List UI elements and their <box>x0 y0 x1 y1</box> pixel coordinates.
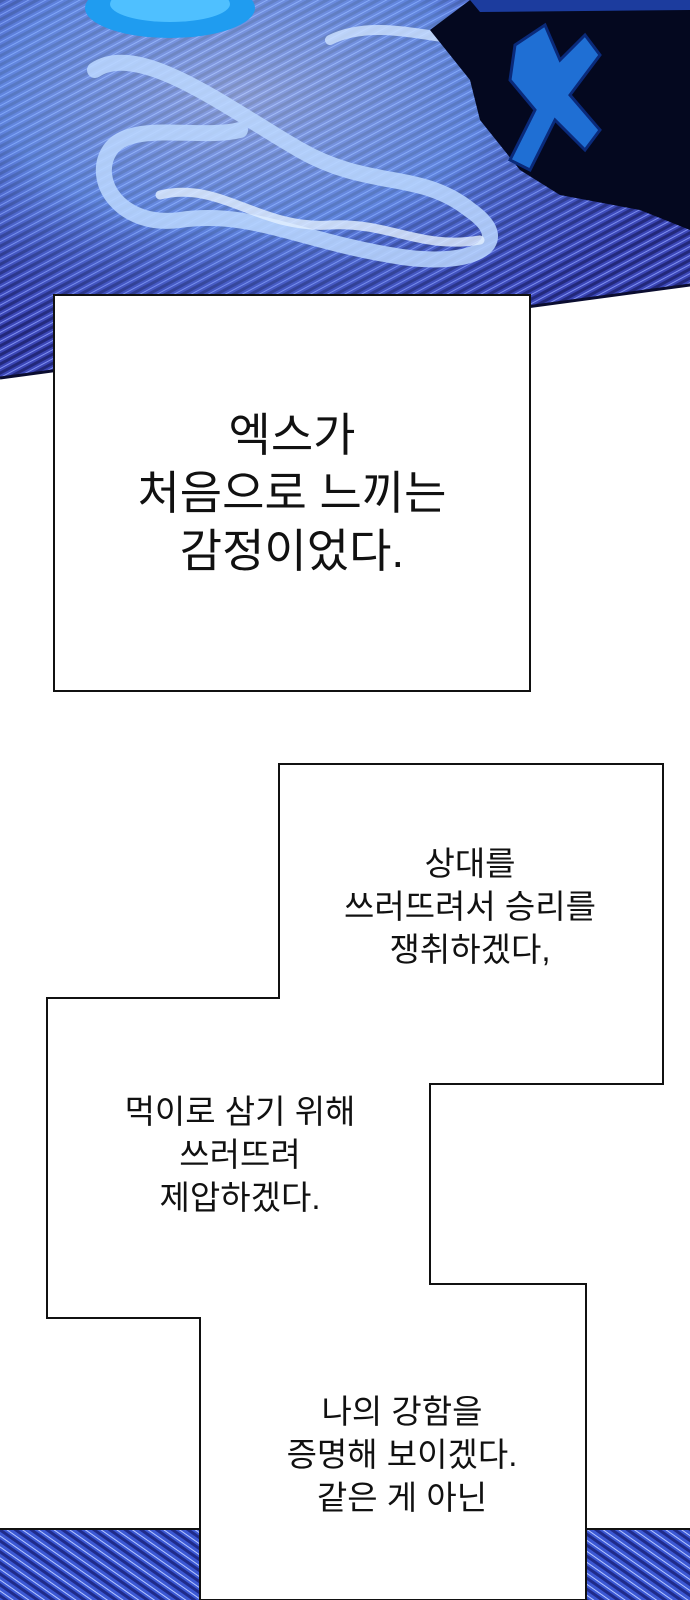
bottom-speed-lines-art <box>0 1528 690 1600</box>
caption-line: 엑스가 <box>228 409 356 461</box>
caption-line: 같은 게 아닌 <box>316 1479 488 1516</box>
caption-line: 제압하겠다. <box>159 1179 321 1216</box>
caption-line: 쟁취하겠다, <box>389 931 551 968</box>
caption-line: 증명해 보이겠다. <box>286 1436 518 1473</box>
caption-line: 나의 강함을 <box>321 1393 483 1430</box>
caption-line: 감정이었다. <box>179 525 405 577</box>
caption-line: 쓰러뜨려 <box>179 1136 301 1173</box>
caption-box-1-text: 상대를 쓰러뜨려서 승리를 쟁취하겠다, <box>300 842 640 971</box>
caption-line: 상대를 <box>424 845 516 882</box>
action-panel-art <box>0 0 690 380</box>
caption-line: 처음으로 느끼는 <box>137 467 447 519</box>
caption-line: 먹이로 삼기 위해 <box>124 1093 356 1130</box>
caption-box-3-text: 나의 강함을 증명해 보이겠다. 같은 게 아닌 <box>232 1390 572 1519</box>
caption-line: 쓰러뜨려서 승리를 <box>343 888 597 925</box>
caption-box-2-text: 먹이로 삼기 위해 쓰러뜨려 제압하겠다. <box>70 1090 410 1219</box>
caption-box-main: 엑스가 처음으로 느끼는 감정이었다. <box>53 294 531 692</box>
